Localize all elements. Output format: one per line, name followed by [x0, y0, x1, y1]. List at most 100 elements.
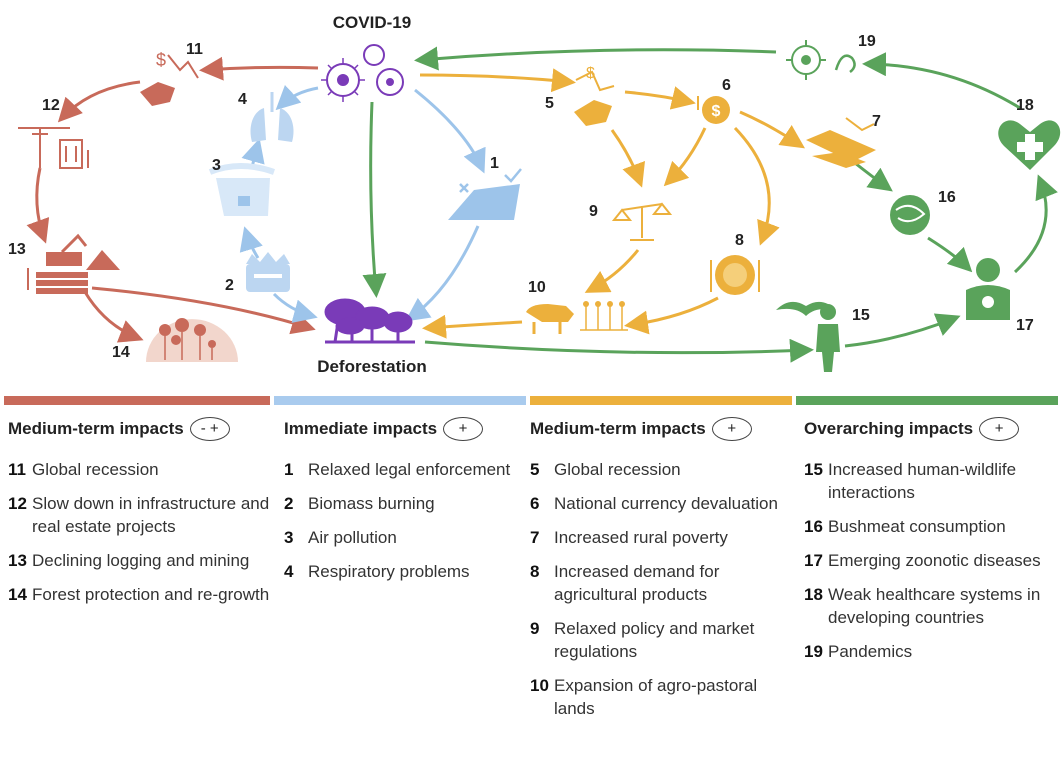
node-6-number: 6: [722, 77, 731, 94]
node-13-number: 13: [8, 241, 26, 258]
node-3-number: 3: [212, 157, 221, 174]
column-heading: Overarching impacts +: [804, 414, 1058, 444]
item-text: National currency devaluation: [554, 494, 778, 513]
biomass-burning-icon: [246, 252, 290, 292]
node-11-number: 11: [186, 41, 203, 58]
svg-text:$: $: [156, 50, 166, 70]
list-item: 14 Forest protection and re-growth: [8, 583, 270, 606]
node-7-number: 7: [872, 113, 881, 130]
column-heading-text: Immediate impacts: [284, 419, 438, 438]
svg-text:$: $: [712, 103, 721, 120]
item-text: Biomass burning: [308, 494, 435, 513]
list-item: 4 Respiratory problems: [284, 560, 524, 583]
item-number: 5: [530, 460, 540, 479]
item-number: 2: [284, 494, 294, 513]
healthcare-heart-icon: [998, 120, 1061, 170]
node-4-number: 4: [238, 91, 247, 108]
item-number: 12: [8, 494, 27, 513]
node-8-number: 8: [735, 232, 744, 249]
item-number: 15: [804, 460, 823, 479]
node-16-number: 16: [938, 189, 956, 206]
node-10-number: 10: [528, 279, 546, 296]
excavator-logs-icon: [27, 233, 120, 294]
item-text: Forest protection and re-growth: [32, 585, 270, 604]
column-heading-text: Medium-term impacts: [530, 419, 706, 438]
node-19-number: 19: [858, 33, 876, 50]
column-heading-text: Medium-term impacts: [8, 419, 184, 438]
node-9-number: 9: [589, 203, 598, 220]
item-text: Relaxed policy and market regulations: [554, 619, 755, 661]
item-text: Relaxed legal enforcement: [308, 460, 511, 479]
recession-handshake-icon-2: $: [574, 65, 615, 126]
column-heading: Medium-term impacts +: [530, 414, 792, 444]
column-heading: Immediate impacts +: [284, 414, 524, 444]
blue-arrows: [239, 84, 486, 323]
item-number: 6: [530, 494, 540, 513]
node-18-number: 18: [1016, 97, 1034, 114]
recession-handshake-icon: $: [140, 50, 199, 106]
sign-indicator: +: [443, 417, 484, 441]
food-plate-icon: [710, 255, 760, 295]
item-text: Bushmeat consumption: [828, 517, 1006, 536]
sign-indicator: +: [979, 417, 1020, 441]
node-14-number: 14: [112, 344, 130, 361]
pandemic-virus-icon: [786, 40, 856, 80]
list-item: 9 Relaxed policy and market regulations: [530, 617, 792, 663]
item-number: 10: [530, 676, 549, 695]
item-number: 9: [530, 619, 540, 638]
human-wildlife-icon: [776, 301, 840, 372]
item-text: Weak healthcare systems in developing co…: [828, 585, 1041, 627]
item-text: Increased rural poverty: [554, 528, 728, 547]
item-text: Pandemics: [828, 642, 913, 661]
list-item: 6 National currency devaluation: [530, 492, 792, 515]
bushmeat-icon: [890, 195, 930, 235]
crane-building-icon: [18, 127, 89, 169]
item-text: Air pollution: [308, 528, 397, 547]
list-item: 11 Global recession: [8, 458, 270, 481]
item-text: Global recession: [32, 460, 159, 479]
air-pollution-icon: [208, 163, 275, 216]
cattle-crops-icon: [526, 301, 628, 334]
item-number: 11: [8, 460, 26, 479]
zoonotic-disease-person-icon: [966, 258, 1010, 320]
item-text: Respiratory problems: [308, 562, 470, 581]
legal-enforcement-icon: [448, 168, 522, 220]
item-number: 8: [530, 562, 540, 581]
list-item: 1 Relaxed legal enforcement: [284, 458, 524, 481]
item-text: Emerging zoonotic diseases: [828, 551, 1041, 570]
covid-virus-icon: [321, 44, 404, 102]
item-number: 1: [284, 460, 294, 479]
item-number: 14: [8, 585, 27, 604]
list-item: 19 Pandemics: [804, 640, 1058, 663]
rural-poverty-icon: [806, 117, 876, 168]
balance-scale-icon: [611, 202, 673, 241]
node-2-number: 2: [225, 277, 234, 294]
item-number: 7: [530, 528, 540, 547]
item-number: 4: [284, 562, 294, 581]
item-number: 16: [804, 517, 823, 536]
item-number: 13: [8, 551, 27, 570]
item-list: 1 Relaxed legal enforcement 2 Biomass burn…: [284, 458, 524, 583]
sign-indicator: +: [711, 417, 752, 441]
list-item: 7 Increased rural poverty: [530, 526, 792, 549]
node-5-number: 5: [545, 95, 554, 112]
covid-label: COVID-19: [333, 13, 411, 32]
band-yellow: [530, 396, 792, 405]
node-17-number: 17: [1016, 317, 1034, 334]
band-red: [4, 396, 270, 405]
item-number: 19: [804, 642, 823, 661]
column-immediate: Immediate impacts + 1 Relaxed legal enfor…: [284, 414, 524, 594]
